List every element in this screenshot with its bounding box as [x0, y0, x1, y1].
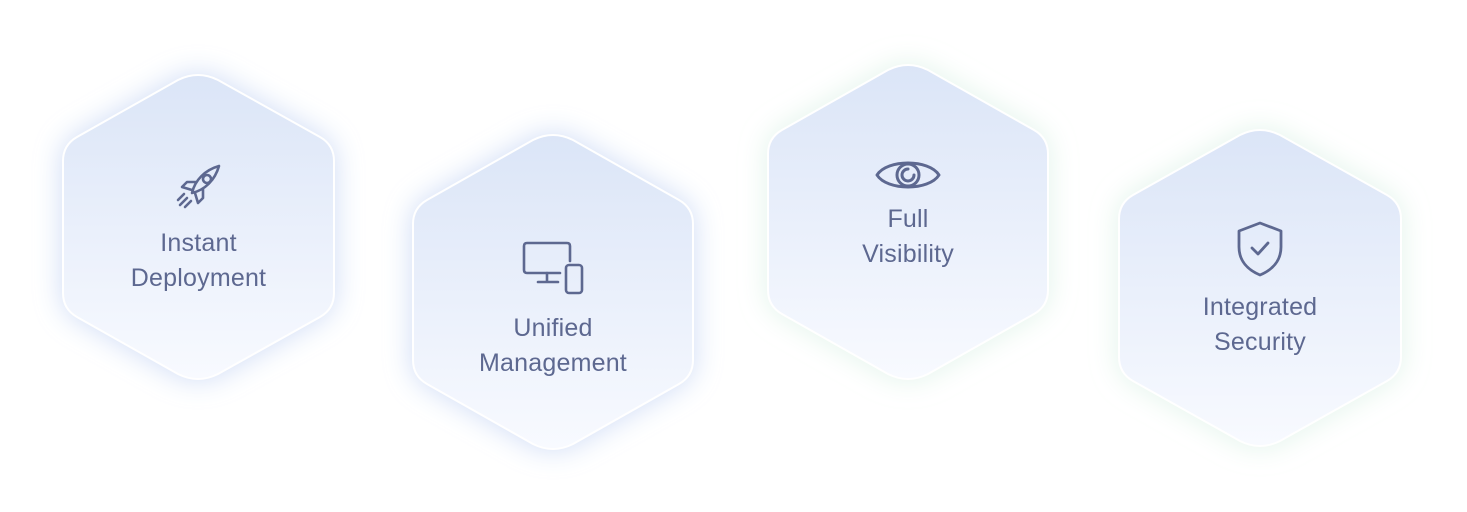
feature-label-line2: Deployment [130, 264, 267, 292]
feature-label: Integrated Security [1203, 290, 1318, 360]
feature-label-line1: Instant [160, 229, 237, 257]
feature-label-line1: Full [887, 205, 929, 233]
eye-icon [875, 161, 941, 189]
feature-label: Unified Management [479, 311, 627, 381]
feature-label-line2: Management [479, 349, 627, 377]
feature-label: Instant Deployment [131, 226, 266, 296]
hexagon-shape [767, 64, 1049, 380]
monitor-phone-icon [522, 241, 584, 295]
feature-label-line2: Visibility [862, 240, 954, 268]
feature-label-line1: Unified [513, 314, 593, 342]
feature-label-line2: Security [1214, 328, 1306, 356]
hexagon-shape [62, 74, 335, 380]
feature-card-integrated-security: Integrated Security [1118, 129, 1402, 447]
hexagon-shape [1118, 129, 1402, 447]
hexagon-shape [412, 134, 694, 450]
feature-label-line1: Integrated [1202, 293, 1318, 321]
feature-card-full-visibility: Full Visibility [767, 64, 1049, 380]
feature-label: Full Visibility [862, 202, 954, 272]
feature-card-instant-deployment: Instant Deployment [62, 74, 335, 380]
shield-check-icon [1237, 221, 1283, 277]
feature-card-unified-management: Unified Management [412, 134, 694, 450]
rocket-icon [176, 164, 220, 209]
